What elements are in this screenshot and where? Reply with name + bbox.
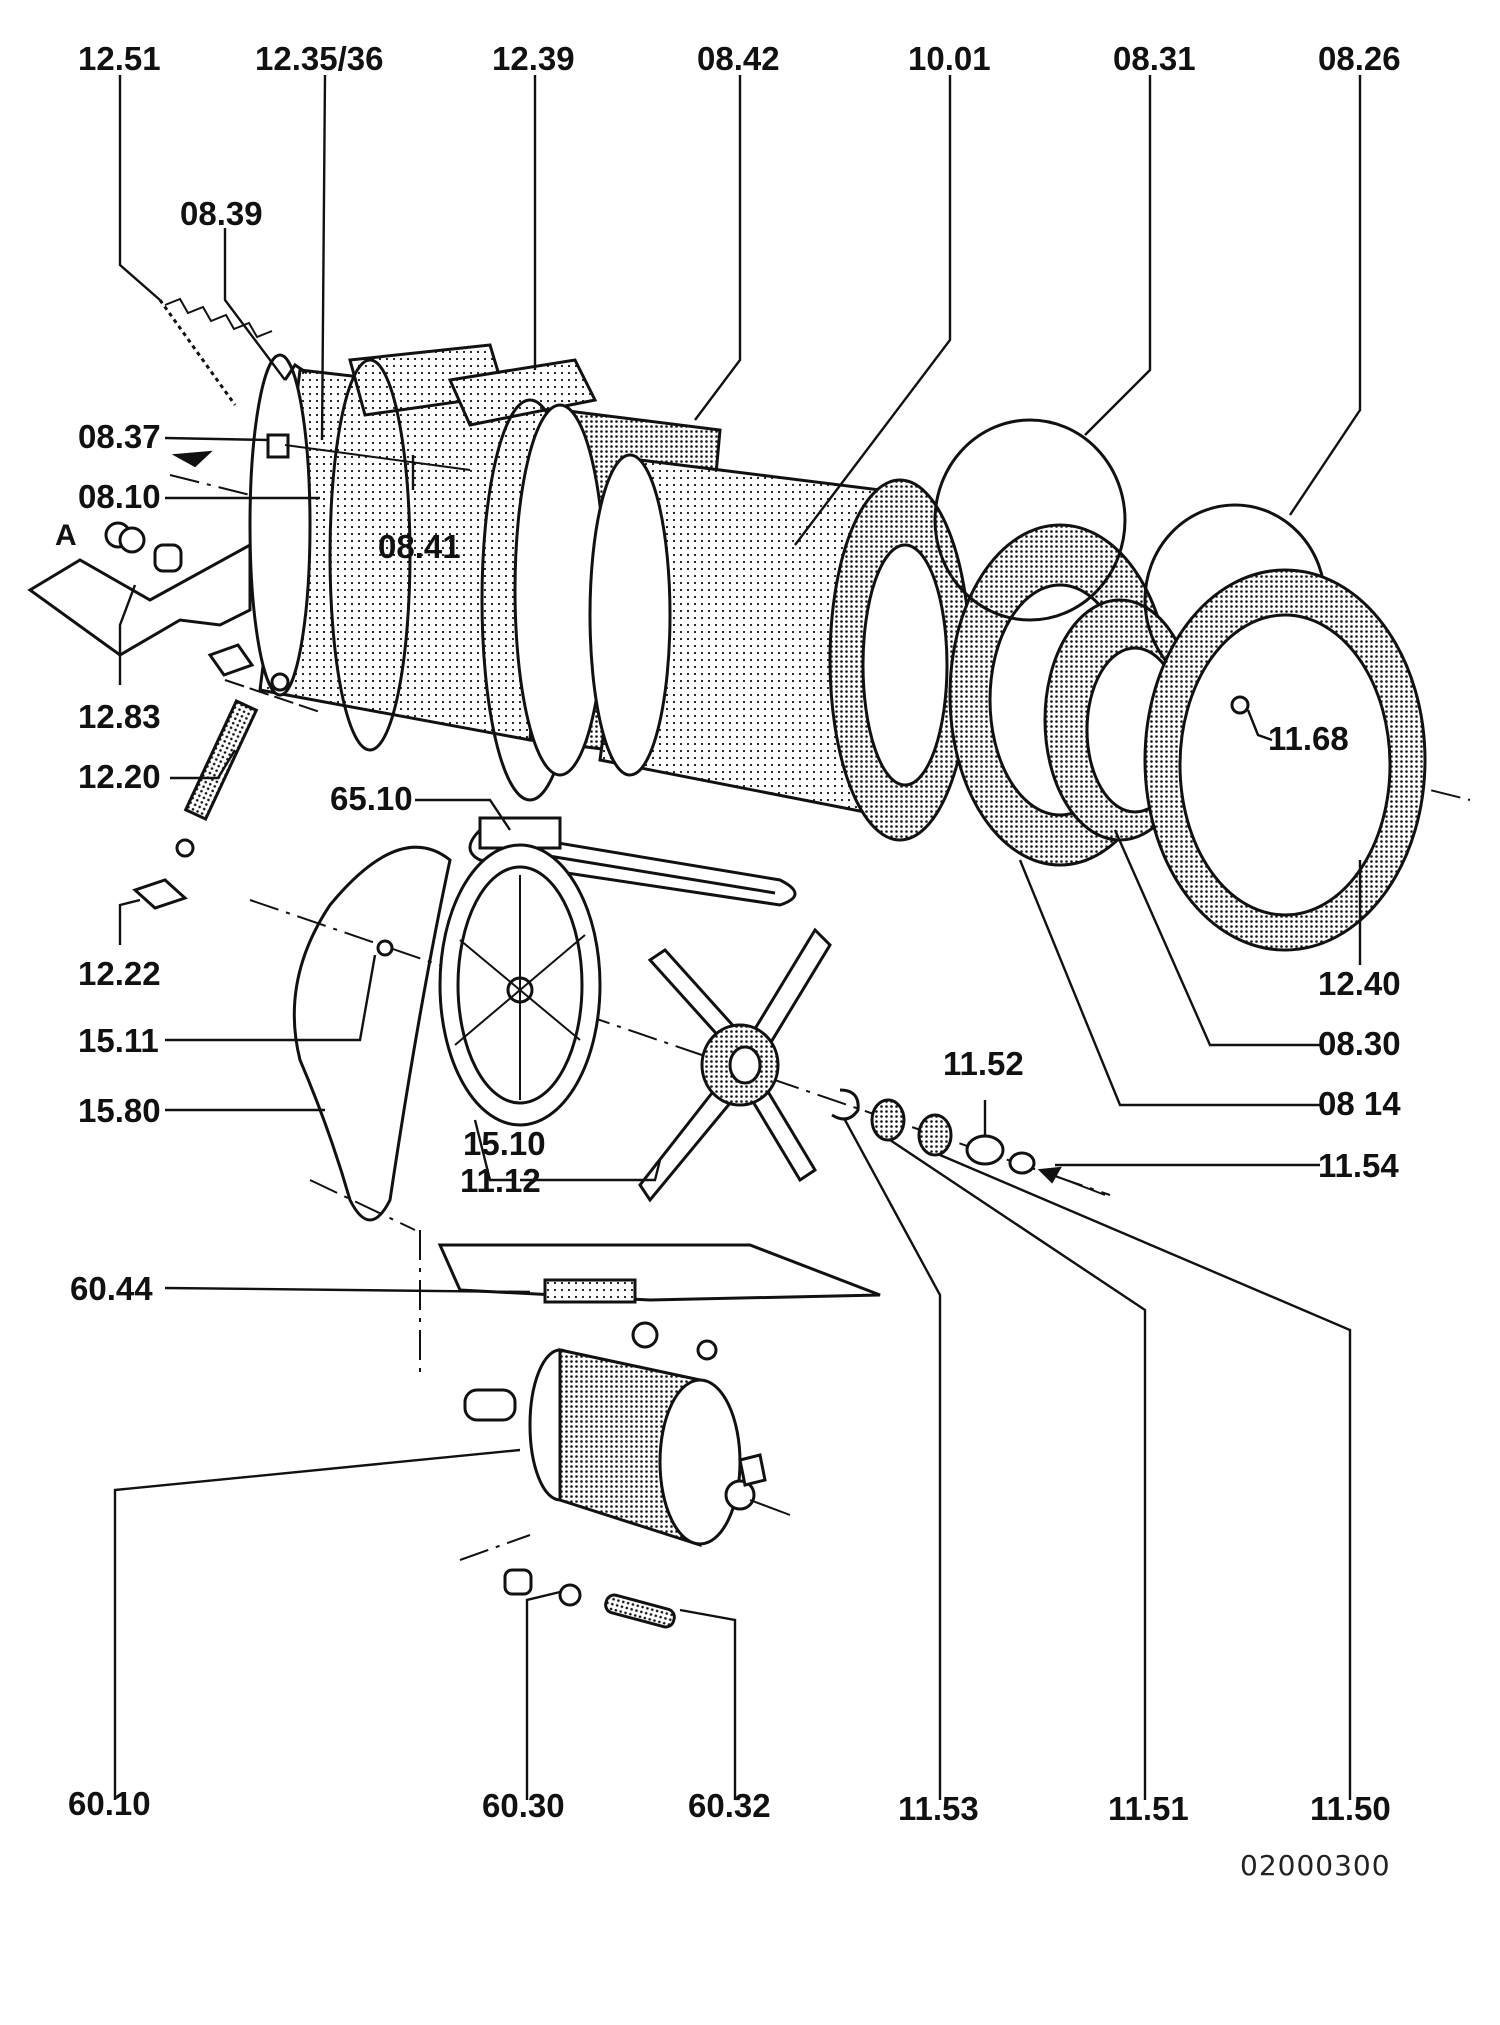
label-08.26: 08.26 <box>1318 40 1401 77</box>
label-08.37: 08.37 <box>78 418 161 455</box>
bolt-11.68 <box>1230 695 1250 715</box>
motor-connector <box>738 1453 767 1487</box>
shock-absorber-12.20 <box>183 698 259 822</box>
label-10.01: 10.01 <box>908 40 991 77</box>
document-id: 02000300 <box>1240 1849 1391 1882</box>
label-11.54: 11.54 <box>1318 1147 1399 1184</box>
counterweight-right <box>447 358 598 427</box>
label-12.51: 12.51 <box>78 40 161 77</box>
motor-shaft <box>724 1479 756 1511</box>
leader-lines <box>113 74 1362 1800</box>
heater-flange <box>478 816 562 850</box>
label-11.50: 11.50 <box>1310 1790 1391 1827</box>
inner-drum-rear <box>588 453 672 777</box>
bushing-60.30 <box>503 1568 533 1596</box>
label-12.35-36: 12.35/36 <box>255 40 383 77</box>
motor-mount <box>463 1388 517 1422</box>
label-12.20: 12.20 <box>78 758 161 795</box>
label-60.30: 60.30 <box>482 1787 565 1824</box>
drum-assembly <box>169 343 1471 952</box>
label-08.30: 08.30 <box>1318 1025 1401 1062</box>
drive-belt-15.80 <box>292 845 452 1222</box>
mount-12.22 <box>132 878 188 910</box>
tub-rear-end <box>248 353 312 697</box>
circlip-11.53 <box>831 1088 860 1121</box>
label-12.83: 12.83 <box>78 698 161 735</box>
rear-seal-disc <box>933 418 1127 622</box>
washer-15.11 <box>376 939 394 957</box>
label-15.11: 15.11 <box>78 1022 159 1059</box>
label-11.53: 11.53 <box>898 1790 979 1827</box>
motor-shield-60.44 <box>437 1243 881 1302</box>
upper-left-hardware <box>27 297 471 910</box>
label-15.10: 15.10 <box>463 1125 546 1162</box>
label-08.39: 08.39 <box>180 195 263 232</box>
label-A: A <box>55 519 77 552</box>
sleeve-60.32 <box>604 1593 676 1629</box>
label-60.44: 60.44 <box>70 1270 153 1307</box>
clip-08.39 <box>283 362 308 381</box>
spring-12.51 <box>158 299 237 406</box>
seal-11.54 <box>1008 1151 1036 1175</box>
label-12.22: 12.22 <box>78 955 161 992</box>
bracket-12.83 <box>27 542 252 657</box>
heater-65.10 <box>468 828 797 907</box>
inner-drum-opening <box>861 543 949 787</box>
bearing-11.50 <box>917 1113 953 1157</box>
motor-front-cover <box>658 1378 742 1546</box>
motor-assembly <box>309 1179 881 1629</box>
bearing-11.51 <box>870 1098 906 1142</box>
label-08-14: 08 14 <box>1318 1085 1401 1122</box>
label-60.10: 60.10 <box>68 1785 151 1822</box>
label-60.32: 60.32 <box>688 1787 771 1824</box>
tub-strap-left <box>328 358 412 752</box>
label-11.52: 11.52 <box>943 1045 1024 1082</box>
label-08.31: 08.31 <box>1113 40 1196 77</box>
front-frame-opening <box>1178 613 1392 917</box>
washer-11.52 <box>965 1134 1005 1166</box>
shield-slot <box>543 1278 637 1304</box>
part-labels: 12.51 12.35/36 12.39 08.42 10.01 08.31 0… <box>55 40 1401 1882</box>
drive-assembly <box>249 816 1111 1222</box>
label-65.10: 65.10 <box>330 780 413 817</box>
label-12.39: 12.39 <box>492 40 575 77</box>
label-12.40: 12.40 <box>1318 965 1401 1002</box>
label-08.10: 08.10 <box>78 478 161 515</box>
label-11.68: 11.68 <box>1268 720 1349 757</box>
label-11.51: 11.51 <box>1108 1790 1189 1827</box>
label-11.12: 11.12 <box>460 1162 541 1199</box>
label-15.80: 15.80 <box>78 1092 161 1129</box>
label-08.41: 08.41 <box>378 528 461 565</box>
damper-mount <box>207 643 255 677</box>
label-08.42: 08.42 <box>697 40 780 77</box>
